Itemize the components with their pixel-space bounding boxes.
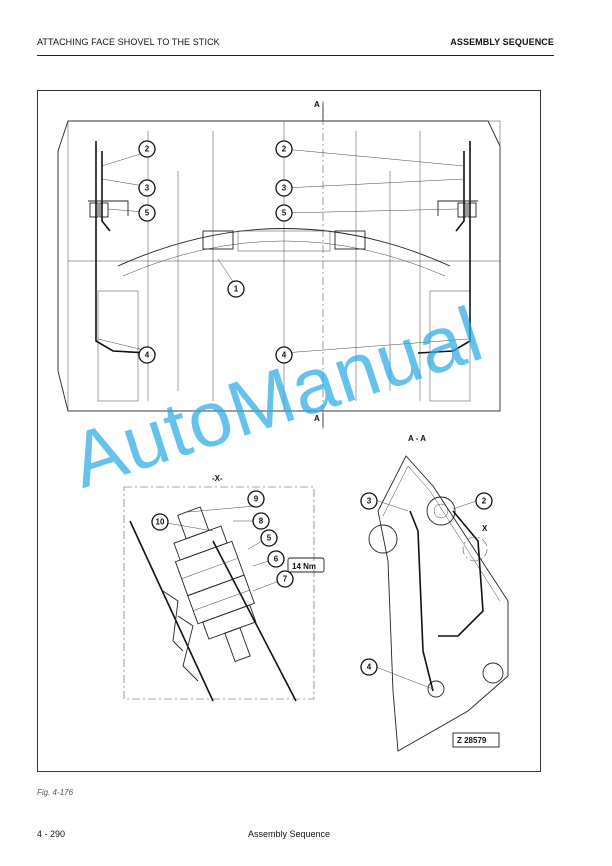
callout-4-right: 4 bbox=[275, 346, 293, 364]
callout-5-right: 5 bbox=[275, 204, 293, 222]
detail-title: -X- bbox=[212, 474, 223, 483]
technical-drawing: A A 2 3 5 1 4 2 3 5 4 -X- bbox=[57, 100, 509, 752]
callout-2-left: 2 bbox=[138, 140, 156, 158]
svg-text:3: 3 bbox=[367, 497, 372, 506]
svg-text:4: 4 bbox=[282, 351, 287, 360]
callout-10: 10 bbox=[151, 513, 169, 531]
svg-text:3: 3 bbox=[145, 184, 150, 193]
header-left-title: ATTACHING FACE SHOVEL TO THE STICK bbox=[37, 37, 220, 47]
callout-4-section: 4 bbox=[360, 658, 378, 676]
callout-8: 8 bbox=[252, 512, 270, 530]
detail-x-view: -X- 9 8 10 5 6 bbox=[123, 474, 325, 702]
callout-4-left: 4 bbox=[138, 346, 156, 364]
svg-text:1: 1 bbox=[234, 285, 239, 294]
torque-label: 14 Nm bbox=[292, 562, 316, 571]
section-marker-top: A bbox=[314, 100, 320, 109]
top-view: A A 2 3 5 1 4 2 3 5 4 bbox=[57, 100, 501, 431]
callout-2-section: 2 bbox=[475, 492, 493, 510]
callout-1: 1 bbox=[227, 280, 245, 298]
svg-text:2: 2 bbox=[282, 145, 287, 154]
drawing-number: Z 28579 bbox=[457, 736, 487, 745]
section-marker-bottom: A bbox=[314, 414, 320, 423]
svg-text:6: 6 bbox=[274, 555, 279, 564]
header-rule bbox=[37, 55, 554, 56]
svg-text:9: 9 bbox=[254, 495, 259, 504]
callout-3-section: 3 bbox=[360, 492, 378, 510]
footer-section-title: Assembly Sequence bbox=[248, 829, 331, 839]
callout-7: 7 bbox=[276, 570, 294, 588]
svg-text:3: 3 bbox=[282, 184, 287, 193]
callout-2-right: 2 bbox=[275, 140, 293, 158]
svg-text:5: 5 bbox=[267, 534, 272, 543]
callout-9: 9 bbox=[247, 490, 265, 508]
svg-text:8: 8 bbox=[259, 517, 264, 526]
svg-text:2: 2 bbox=[145, 145, 150, 154]
figure-frame: A A 2 3 5 1 4 2 3 5 4 -X- bbox=[37, 90, 541, 772]
detail-marker: X bbox=[482, 524, 488, 533]
section-title: A - A bbox=[408, 434, 426, 443]
svg-text:4: 4 bbox=[145, 351, 150, 360]
callout-3-right: 3 bbox=[275, 179, 293, 197]
callout-3-left: 3 bbox=[138, 179, 156, 197]
svg-text:5: 5 bbox=[282, 209, 287, 218]
svg-text:5: 5 bbox=[145, 209, 150, 218]
svg-text:2: 2 bbox=[482, 497, 487, 506]
callout-6: 6 bbox=[267, 550, 285, 568]
svg-text:4: 4 bbox=[367, 663, 372, 672]
section-aa-view: A - A X 3 2 4 Z 28579 bbox=[360, 434, 509, 752]
header-right-title: ASSEMBLY SEQUENCE bbox=[450, 37, 554, 47]
page-number: 4 - 290 bbox=[37, 829, 66, 839]
callout-5-left: 5 bbox=[138, 204, 156, 222]
callout-5-detail: 5 bbox=[260, 529, 278, 547]
svg-text:7: 7 bbox=[283, 575, 288, 584]
svg-text:10: 10 bbox=[156, 518, 165, 527]
figure-caption: Fig. 4-176 bbox=[37, 788, 74, 797]
